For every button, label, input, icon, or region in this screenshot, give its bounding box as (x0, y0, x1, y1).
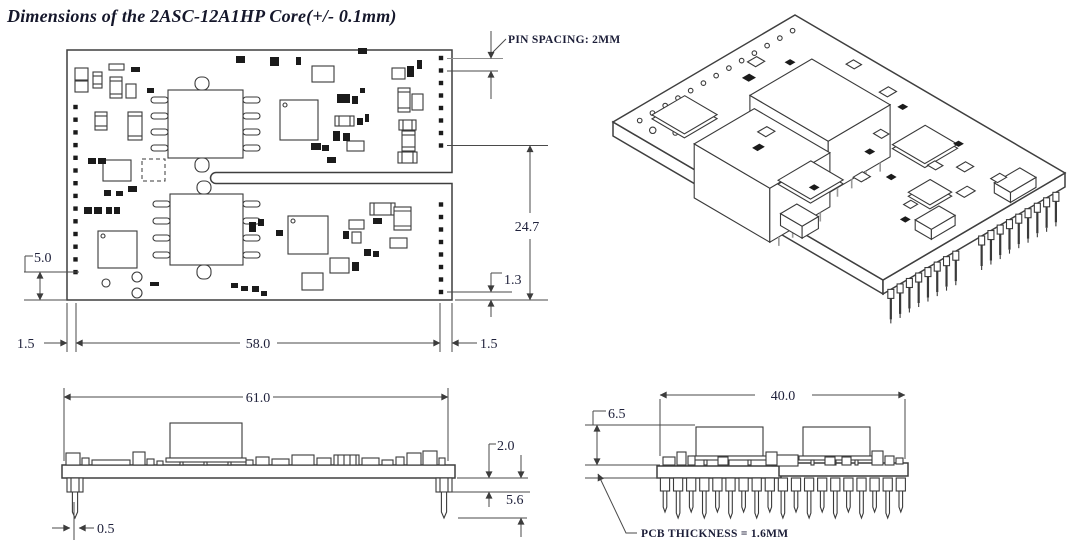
dim-label-board-depth: 40.0 (771, 389, 796, 404)
isometric-view (611, 14, 1067, 324)
dim-label-pin-span: 58.0 (246, 337, 271, 352)
dim-61-0: 61.0 (63, 388, 449, 461)
dim-0-5: 0.5 (52, 502, 115, 540)
dim-label-pin-bottom-offset: 1.3 (504, 273, 522, 288)
side-view: 61.0 2.0 5.6 0.5 (52, 388, 530, 540)
dim-label-left-offset: 5.0 (34, 251, 52, 266)
end-view-components (656, 426, 909, 520)
dim-label-pin-field-height: 24.7 (515, 220, 540, 235)
dim-label-standoff: 2.0 (497, 439, 515, 454)
side-view-components (65, 422, 453, 520)
pcb-thickness-label: PCB THICKNESS = 1.6MM (641, 528, 788, 540)
dim-24-7: 24.7 (447, 145, 548, 301)
dim-label-pin-protrusion: 5.6 (506, 493, 524, 508)
end-view: 40.0 6.5 PCB THICKNESS = 1.6MM (585, 389, 909, 540)
dim-2-0-and-5-6: 2.0 5.6 (450, 439, 530, 537)
dim-label-component-height: 6.5 (608, 407, 626, 422)
dim-label-margin-left: 1.5 (17, 337, 35, 352)
top-view-components (73, 48, 444, 299)
pcb-thickness-callout: PCB THICKNESS = 1.6MM (597, 473, 788, 540)
dim-label-pin-diameter: 0.5 (97, 522, 115, 537)
top-view: PIN SPACING: 2MM 5.0 1.5 (17, 31, 621, 352)
dim-1-3: 1.3 (447, 272, 522, 317)
dim-5-0: 5.0 (24, 251, 79, 301)
pin-spacing-label: PIN SPACING: 2MM (508, 34, 621, 46)
pcb-bar-side-view (61, 464, 456, 479)
dim-6-5: 6.5 (585, 407, 695, 479)
dim-40-0: 40.0 (659, 389, 906, 459)
drawing-title: Dimensions of the 2ASC-12A1HP Core(+/- 0… (7, 6, 397, 26)
dim-width-row: 1.5 58.0 1.5 (17, 303, 498, 352)
dim-label-margin-right: 1.5 (480, 337, 498, 352)
dim-label-board-width: 61.0 (246, 391, 271, 406)
pin-spacing-callout: PIN SPACING: 2MM (447, 31, 621, 99)
